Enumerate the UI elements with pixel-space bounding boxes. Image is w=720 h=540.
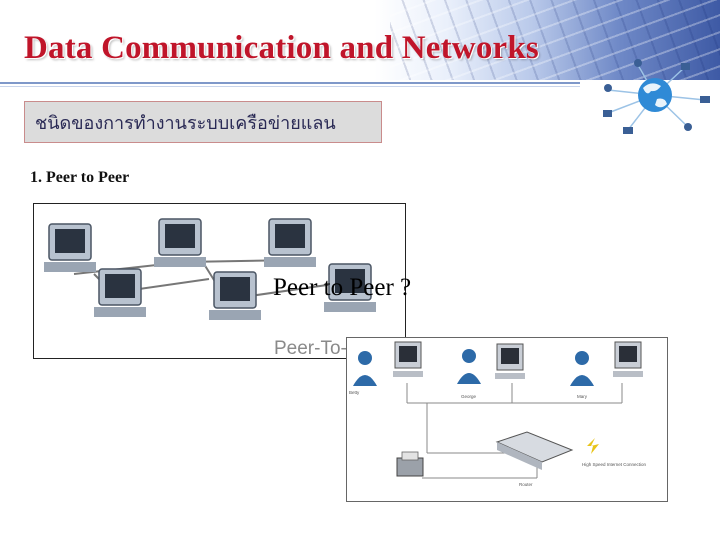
- header-banner: [0, 0, 720, 80]
- question-text: Peer to Peer ?: [273, 274, 412, 301]
- label-mary: Mary: [577, 394, 588, 399]
- label-router: Router: [519, 482, 533, 487]
- peer-computers-illustration: [44, 218, 376, 320]
- label-internet: High Speed Internet Connection: [582, 462, 647, 467]
- network-diagram-figure: Betty George Mary Router High Speed Inte…: [346, 337, 668, 502]
- label-betty: Betty: [349, 390, 360, 395]
- slide-title: Data Communication and Networks: [24, 30, 539, 66]
- header-rule: [0, 82, 580, 84]
- user-figures: [353, 349, 594, 386]
- figure-caption: Peer-To-: [274, 338, 347, 359]
- subtitle-text: ชนิดของการทำงานระบบเครือข่ายแลน: [35, 112, 336, 133]
- bullet-point: 1. Peer to Peer: [30, 169, 130, 186]
- keyboard-graphic: [390, 0, 720, 80]
- peer-to-peer-figure: Peer-To-: [33, 203, 406, 359]
- label-george: George: [461, 394, 477, 399]
- subtitle-box: ชนิดของการทำงานระบบเครือข่ายแลน: [24, 101, 382, 143]
- network-globe-icon: [603, 59, 710, 134]
- header-rule-thin: [0, 86, 580, 87]
